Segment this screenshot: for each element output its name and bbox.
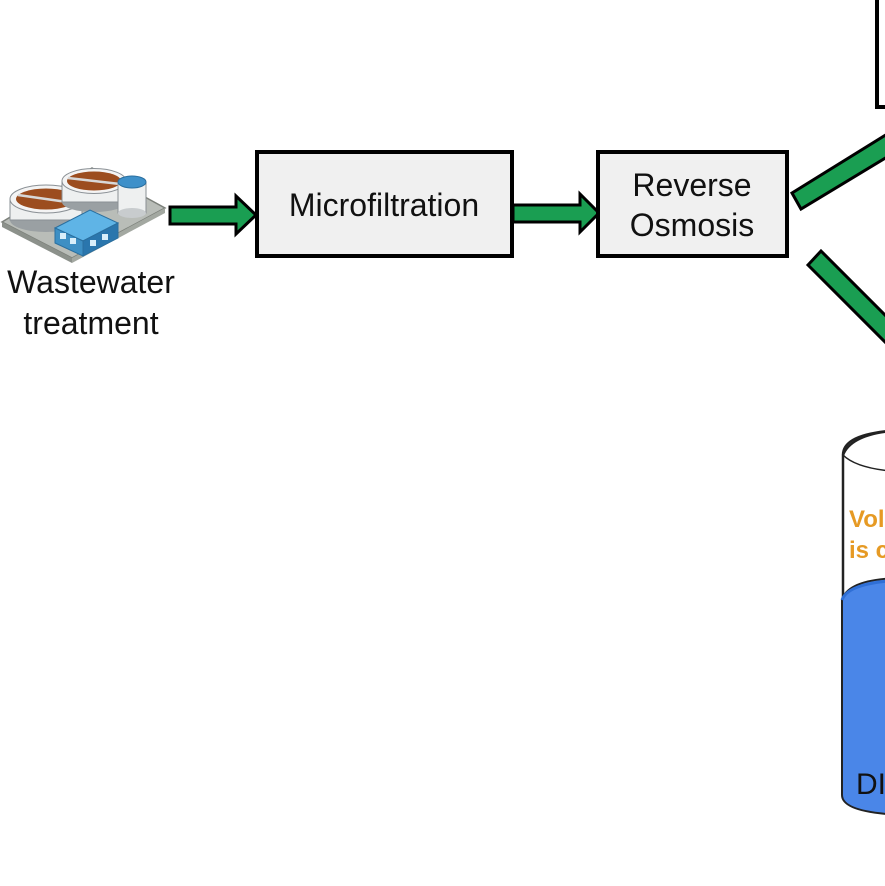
flow-arrow-source-to-microfiltration (168, 192, 259, 238)
tank-note-line2: is c (849, 537, 885, 564)
tank-bottom-label: DI (856, 768, 885, 801)
step-reverse-osmosis: Reverse Osmosis (596, 150, 789, 258)
tank-water (841, 577, 885, 815)
offscreen-box-top-right (875, 0, 885, 109)
source-label-line1: Wastewater (7, 264, 175, 300)
step-reverse-osmosis-label-line2: Osmosis (630, 207, 754, 243)
step-microfiltration-box (255, 150, 514, 258)
step-reverse-osmosis-box (596, 150, 789, 258)
step-microfiltration: Microfiltration (255, 150, 514, 258)
step-microfiltration-label: Microfiltration (289, 187, 479, 223)
flow-arrow-microfiltration-to-ro (511, 190, 602, 236)
source-label-line2: treatment (23, 305, 158, 341)
step-reverse-osmosis-label-line1: Reverse (632, 167, 751, 203)
flow-arrow-ro-to-upper-branch (789, 133, 885, 212)
di-water-tank (840, 430, 885, 815)
tank-note-line1: Vol (849, 506, 885, 533)
wastewater-plant-icon (0, 167, 167, 263)
flow-arrow-ro-to-tank (805, 248, 885, 345)
